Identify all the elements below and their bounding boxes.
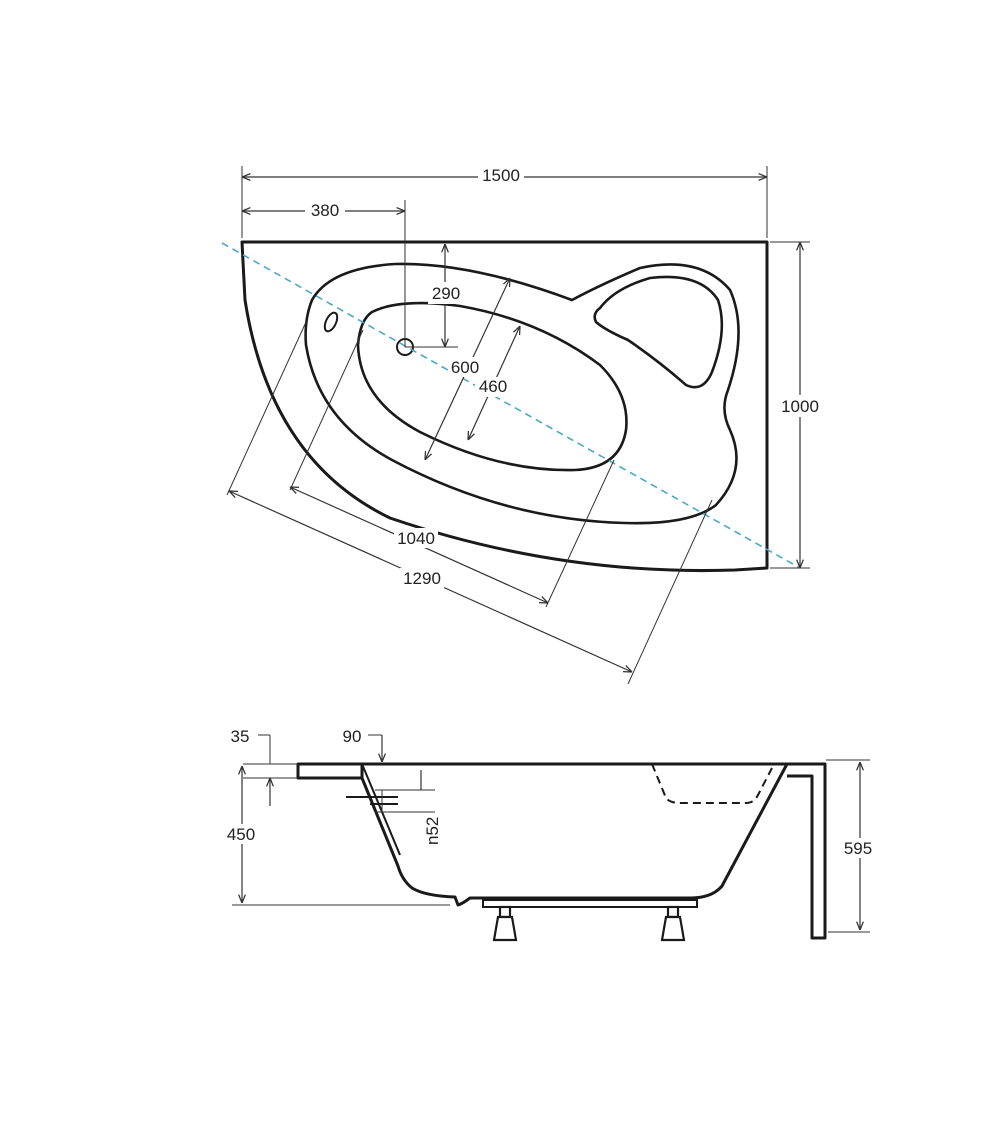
top-view: 1500 380 290 1000 600 460 1040: [221, 164, 822, 685]
ext-line: [545, 459, 615, 608]
headrest-recess: [593, 275, 724, 389]
dim-label-1500: 1500: [482, 166, 520, 185]
overflow-hole-icon: [323, 311, 339, 333]
ext-line: [627, 499, 713, 685]
label-bg: [400, 568, 444, 588]
label-bg: [838, 838, 878, 858]
label-bg: [222, 824, 260, 844]
ext-line: [226, 321, 307, 496]
basin-rim-outline: [304, 262, 740, 525]
tub-inner-wall: [361, 763, 401, 856]
dim-label-1040: 1040: [397, 529, 435, 548]
dim-label-460: 460: [479, 377, 507, 396]
rim-flange: [296, 762, 364, 780]
label-bg: [778, 395, 822, 417]
dim-label-600: 600: [451, 358, 479, 377]
support-frame: [482, 899, 698, 908]
dim-label-595: 595: [844, 839, 872, 858]
dim-label-380: 380: [311, 201, 339, 220]
label-bg: [305, 199, 345, 221]
label-bg: [478, 164, 524, 186]
dim-label-35: 35: [231, 727, 250, 746]
ext-line: [289, 329, 364, 491]
adjustable-foot-right: [660, 905, 686, 942]
dim-label-n52: n52: [423, 817, 442, 845]
adjustable-foot-left: [492, 905, 518, 942]
side-view: n52 35 90 450 595: [222, 727, 878, 942]
dim-label-450: 450: [227, 825, 255, 844]
seat-recess-dashed: [651, 763, 773, 804]
diagonal-centerline: [221, 242, 801, 569]
label-bg: [475, 377, 511, 397]
dim-label-1000: 1000: [781, 397, 819, 416]
tub-body-outline: [360, 762, 789, 907]
dim-label-290: 290: [432, 284, 460, 303]
outer-shell-outline: [240, 240, 769, 573]
front-panel: [787, 762, 827, 940]
dim-label-1290: 1290: [403, 569, 441, 588]
dim-label-90: 90: [343, 727, 362, 746]
